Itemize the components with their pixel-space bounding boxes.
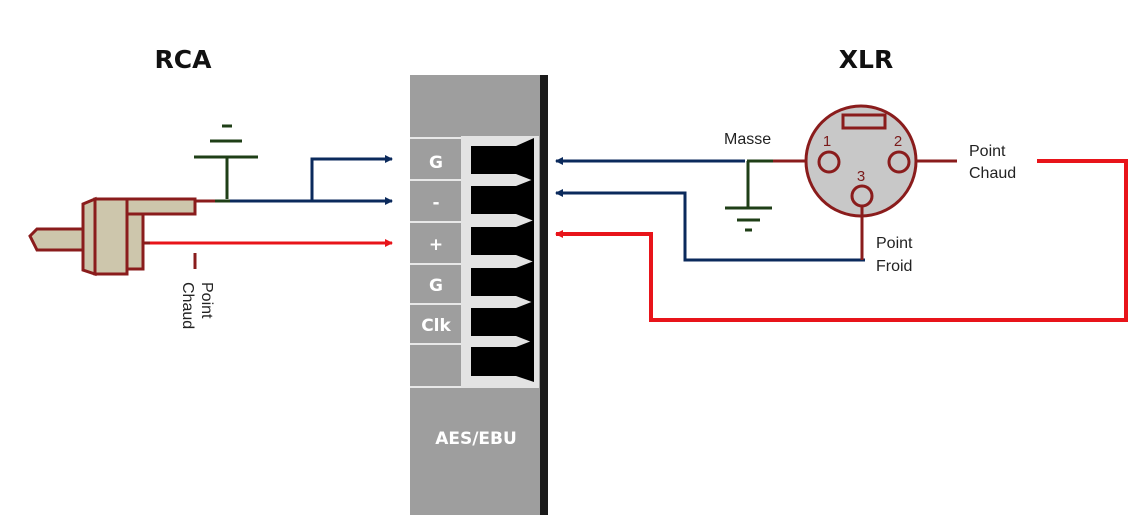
pin-row-6 — [410, 340, 534, 388]
xlr-pin-number: 1 — [823, 133, 831, 150]
xlr-cold-label-1: Point — [876, 235, 913, 252]
wire-xlr-froid-to-minus — [555, 189, 865, 262]
xlr-cold-label-2: Froid — [876, 258, 912, 275]
rca-shell-top — [125, 197, 197, 216]
xlr-ground-icon — [725, 159, 773, 232]
rca-hot-label: Point Chaud — [179, 282, 215, 329]
masse-label: Masse — [724, 131, 771, 148]
screw-terminal — [471, 340, 534, 382]
rca-body — [93, 197, 129, 276]
screw-terminal — [471, 220, 534, 262]
pin-row-5: Clk — [410, 301, 534, 343]
pin-row-4: G — [410, 261, 534, 303]
pin-label: Clk — [421, 316, 451, 336]
xlr-key — [841, 113, 887, 130]
pin-label: G — [429, 276, 443, 296]
rca-connector — [28, 196, 197, 277]
rca-collar — [81, 196, 97, 277]
xlr-pin-2 — [887, 150, 911, 174]
pin-row-2: - — [410, 179, 534, 221]
wire-xlr-chaud-to-plus — [555, 159, 1128, 322]
pin-label: G — [429, 153, 443, 173]
pin-row-3: + — [410, 220, 534, 262]
xlr-hot-label-2: Chaud — [969, 165, 1016, 182]
screw-terminal — [471, 179, 534, 221]
module-name: AES/EBU — [435, 429, 517, 449]
xlr-pin-number: 2 — [894, 133, 902, 150]
rca-title: RCA — [155, 45, 213, 74]
xlr-pin-1 — [817, 150, 841, 174]
pin-label: - — [432, 193, 439, 213]
screw-terminal — [471, 138, 534, 181]
module-edge — [540, 75, 548, 515]
rca-pin — [28, 227, 85, 252]
screw-terminal — [471, 261, 534, 303]
pin-row-1: G — [410, 137, 534, 181]
xlr-connector: 1 2 3 — [773, 104, 957, 260]
ground-icon — [194, 124, 258, 199]
xlr-title: XLR — [839, 45, 893, 74]
xlr-hot-label-1: Point — [969, 143, 1006, 160]
xlr-pin-3 — [850, 184, 874, 208]
xlr-pin-number: 3 — [857, 168, 865, 185]
aes-ebu-module: G - + G Clk AES/EBU — [410, 75, 548, 515]
svg-text:Chaud: Chaud — [179, 282, 196, 329]
wire-rca-ground-to-g — [310, 155, 393, 201]
pin-label: + — [429, 235, 443, 255]
rca-shell-side — [125, 212, 145, 271]
screw-terminal — [471, 301, 534, 343]
svg-text:Point: Point — [198, 282, 215, 319]
